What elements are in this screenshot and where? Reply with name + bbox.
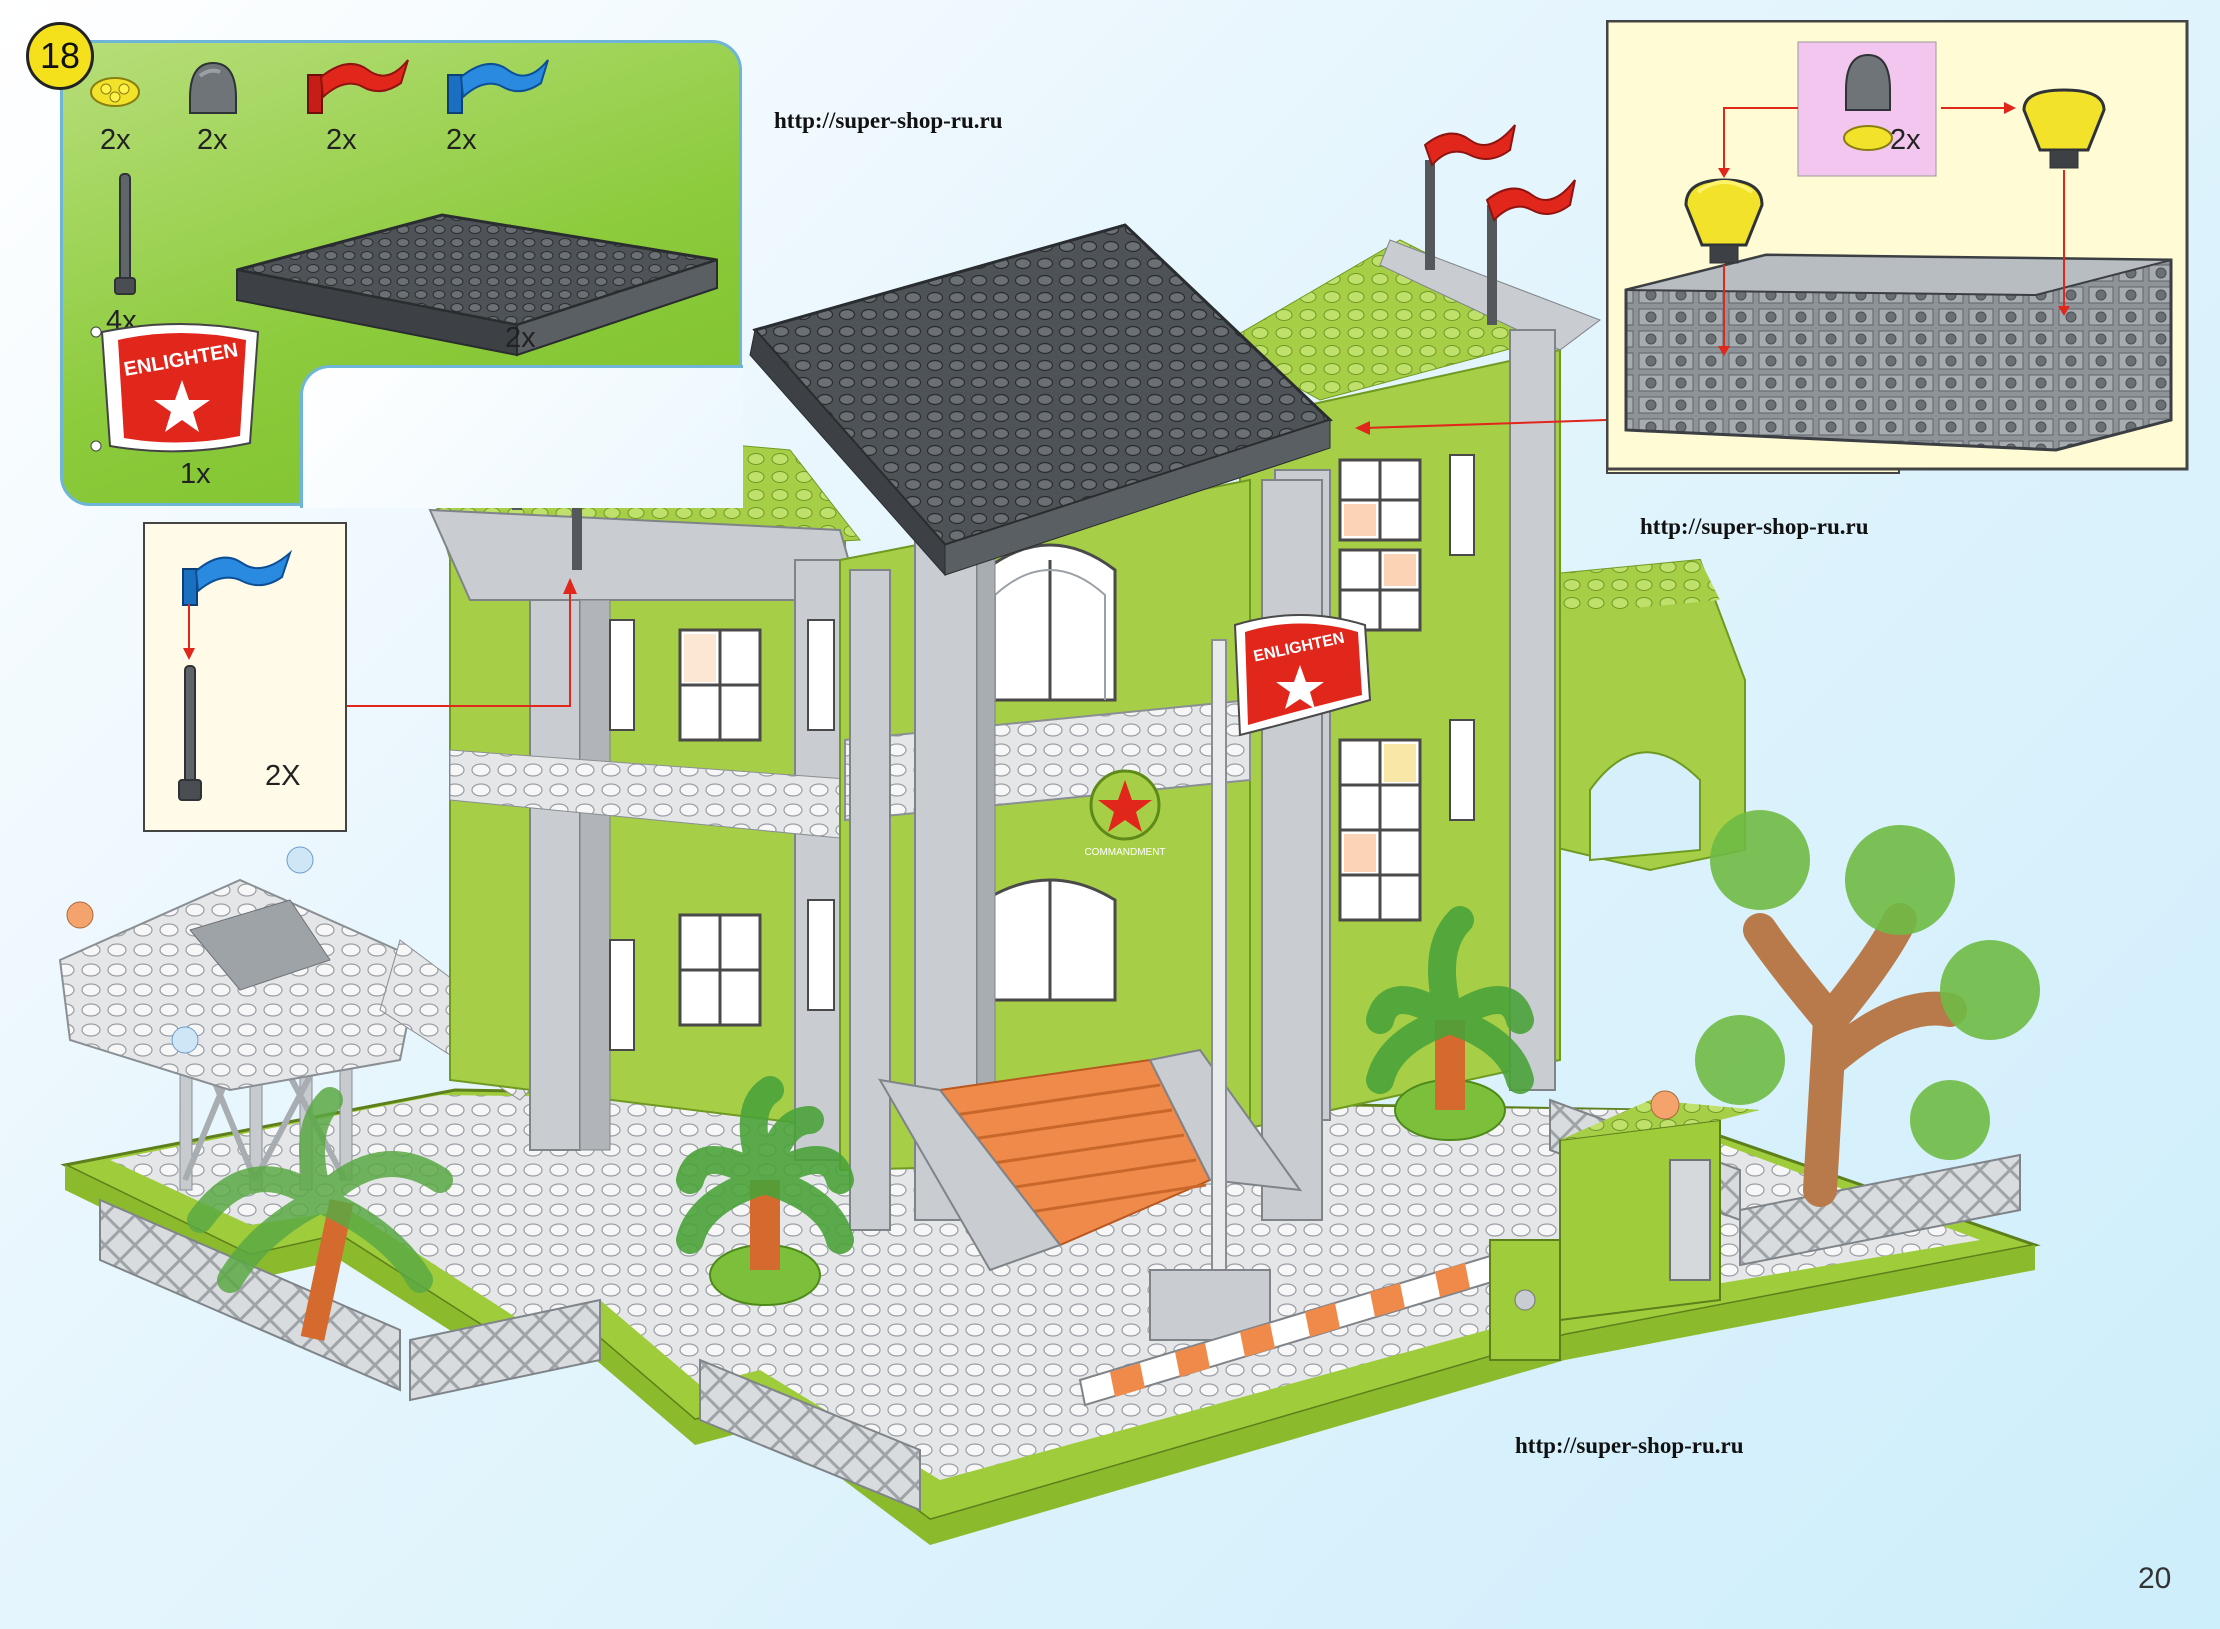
part-qty-dome: 2x	[197, 124, 228, 156]
parts-panel-cutout	[300, 365, 743, 508]
detail-right-qty: 2x	[1890, 124, 1921, 156]
detail-down-arrow	[183, 604, 195, 660]
left-wing	[428, 429, 862, 1161]
emblem-text: COMMANDMENT	[1084, 847, 1165, 858]
blue-flag-icon	[447, 59, 549, 114]
gray-antenna-pole-icon	[114, 173, 136, 295]
central-portico: COMMANDMENT	[749, 223, 1333, 1272]
step-number-badge: 18	[26, 22, 94, 90]
right-detail-full	[1606, 20, 2189, 471]
watermark-url-top: http://super-shop-ru.ru	[774, 108, 1003, 133]
enlighten-flag-icon: ENLIGHTEN	[90, 323, 260, 453]
detail-blue-flag-icon	[182, 549, 293, 606]
barrier-gate	[1078, 1239, 1561, 1407]
part-qty-blue-flag: 2x	[446, 124, 477, 156]
part-qty-baseplate: 2x	[505, 322, 536, 354]
part-qty-red-flag: 2x	[326, 124, 357, 156]
watermark-url-right: http://super-shop-ru.ru	[1640, 514, 1869, 539]
guard-booth	[1559, 1090, 1760, 1322]
part-qty-enlighten-flag: 1x	[180, 458, 211, 490]
gray-dome-brick-icon	[189, 61, 237, 114]
building-emblem: COMMANDMENT	[1084, 769, 1166, 858]
right-arch-wall	[1544, 558, 1746, 872]
flag-assembly-detail: 2X	[143, 522, 347, 832]
trees	[187, 810, 2040, 1341]
red-flag-icon	[307, 59, 409, 114]
detail-pole-icon	[178, 665, 202, 801]
yellow-round-plate-icon	[90, 77, 140, 107]
detail-left-qty: 2X	[265, 760, 301, 792]
page-number: 20	[2138, 1562, 2172, 1595]
watermark-url-bottom: http://super-shop-ru.ru	[1515, 1433, 1744, 1458]
gray-baseplate-icon	[236, 213, 718, 357]
part-qty-yellow-plate: 2x	[100, 124, 131, 156]
instruction-arrows	[343, 419, 1607, 707]
main-flagpole: ENLIGHTEN	[1149, 614, 1372, 1341]
